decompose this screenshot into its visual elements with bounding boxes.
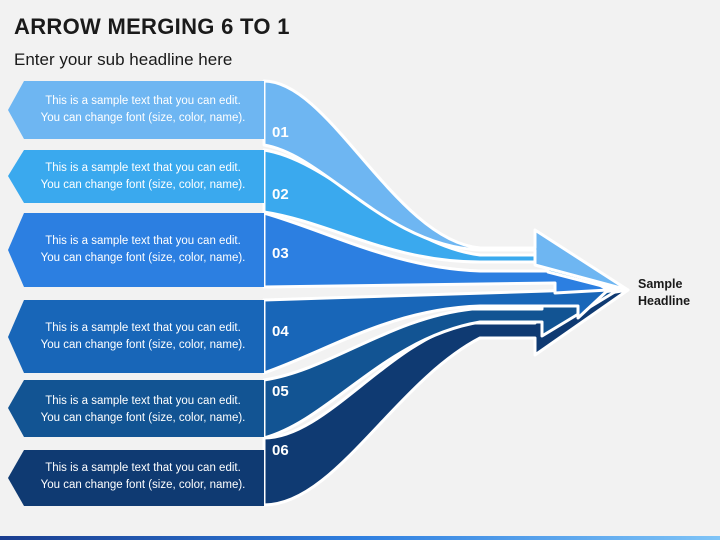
- item-text-02: This is a sample text that you can edit.…: [22, 160, 264, 194]
- item-box-04: [8, 300, 264, 373]
- item-text-line2: You can change font (size, color, name).: [40, 479, 246, 491]
- item-text-04: This is a sample text that you can edit.…: [22, 320, 264, 354]
- item-number-03: 03: [272, 245, 289, 262]
- item-number-02: 02: [272, 186, 289, 203]
- item-number-04: 04: [272, 323, 289, 340]
- target-headline-line1: Sample: [638, 277, 683, 291]
- item-text-line1: This is a sample text that you can edit.: [45, 322, 241, 334]
- item-text-line2: You can change font (size, color, name).: [40, 112, 246, 124]
- item-text-line1: This is a sample text that you can edit.: [45, 162, 241, 174]
- merge-arrow-01: [262, 79, 630, 292]
- item-number-06: 06: [272, 442, 289, 459]
- target-headline: Sample Headline: [638, 276, 690, 310]
- item-text-05: This is a sample text that you can edit.…: [22, 393, 264, 427]
- item-box-02: [8, 150, 264, 203]
- merge-arrow-06: [262, 288, 630, 507]
- item-box-01: [8, 81, 264, 139]
- item-text-03: This is a sample text that you can edit.…: [22, 233, 264, 267]
- page-subtitle: Enter your sub headline here: [14, 50, 233, 69]
- item-text-line1: This is a sample text that you can edit.: [45, 462, 241, 474]
- item-text-line2: You can change font (size, color, name).: [40, 252, 246, 264]
- bottom-accent-bar: [0, 536, 720, 540]
- page-title: ARROW MERGING 6 TO 1: [14, 14, 290, 39]
- item-text-line2: You can change font (size, color, name).: [40, 412, 246, 424]
- item-box-03: [8, 213, 264, 287]
- item-text-line1: This is a sample text that you can edit.: [45, 95, 241, 107]
- item-box-06: [8, 450, 264, 506]
- item-text-line1: This is a sample text that you can edit.: [45, 395, 241, 407]
- item-text-line2: You can change font (size, color, name).: [40, 179, 246, 191]
- target-headline-line2: Headline: [638, 294, 691, 308]
- item-box-05: [8, 380, 264, 437]
- item-text-line2: You can change font (size, color, name).: [40, 339, 246, 351]
- item-number-05: 05: [272, 383, 289, 400]
- item-number-01: 01: [272, 124, 289, 141]
- merge-arrow-04: [262, 278, 610, 375]
- item-text-01: This is a sample text that you can edit.…: [22, 93, 264, 127]
- item-text-line1: This is a sample text that you can edit.: [45, 235, 241, 247]
- item-text-06: This is a sample text that you can edit.…: [22, 460, 264, 494]
